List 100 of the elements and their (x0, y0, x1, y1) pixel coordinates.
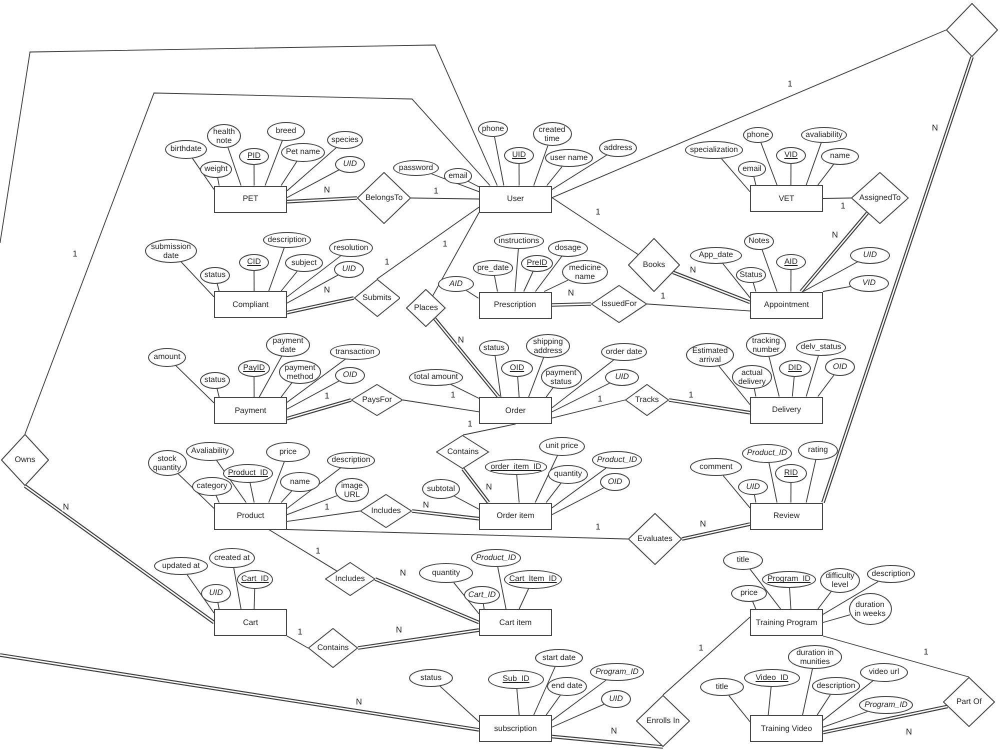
attribute-name: created at (214, 553, 250, 563)
entity-box (479, 715, 552, 742)
entity-name: Product (236, 511, 264, 521)
cardinality-label: N (904, 727, 914, 737)
attribute-ellipse (186, 442, 234, 460)
connector-line (533, 666, 556, 716)
connector-line (752, 600, 756, 610)
connector-line (662, 616, 750, 696)
attribute-name: payment status (546, 368, 576, 386)
attribute-ellipse (209, 548, 255, 568)
connector-line (722, 475, 750, 508)
connector-line (518, 588, 530, 610)
connector-line (646, 304, 750, 312)
connector-line (546, 387, 554, 398)
attribute-ellipse (504, 570, 562, 588)
connector-line (466, 290, 479, 299)
attribute-name: PreID (526, 258, 548, 268)
relationship-name: Enrolls In (646, 716, 680, 726)
attribute-ellipse (526, 334, 570, 358)
connector-line (286, 256, 342, 298)
attribute-name: Status (740, 270, 762, 280)
connector-line (24, 92, 490, 434)
connector-line (440, 686, 480, 722)
attribute-ellipse (485, 459, 547, 475)
attribute-name: Program_ID (595, 667, 639, 677)
attribute-ellipse (464, 586, 500, 604)
connector-line (822, 711, 868, 728)
connector-line (544, 280, 568, 292)
cardinality-label: 1 (466, 419, 474, 429)
entity-name: Cart item (499, 618, 532, 628)
attribute-name: AID (784, 257, 798, 267)
attribute-name: start date (542, 653, 576, 663)
attribute-ellipse (494, 233, 544, 249)
connector-line (792, 376, 795, 397)
connector-line (254, 270, 255, 292)
attribute-ellipse (540, 365, 582, 389)
attribute-name: avaliability (806, 130, 842, 140)
connector-line (552, 154, 608, 190)
attribute-name: OID (832, 362, 848, 372)
connector-line (749, 568, 782, 610)
attribute-name: Estimated arrival (691, 346, 729, 364)
attribute-ellipse (746, 333, 786, 357)
connector-line (516, 688, 520, 716)
relationship-diamond (324, 562, 376, 596)
entity-box (750, 185, 823, 212)
cardinality-label: N (394, 625, 404, 635)
attribute-name: image URL (340, 480, 364, 500)
entity-box (750, 715, 823, 742)
attribute-name: difficulty level (825, 570, 855, 590)
attribute-ellipse (444, 168, 472, 184)
attribute-ellipse (744, 669, 800, 687)
entity-box (478, 292, 552, 318)
cardinality-label: N (398, 568, 408, 578)
attribute-name: PayID (243, 363, 265, 373)
double-line (24, 484, 216, 624)
relationship-diamond (628, 238, 680, 292)
attribute-ellipse (478, 121, 508, 137)
connector-line (822, 614, 850, 623)
cardinality-label: 1 (786, 79, 794, 89)
attribute-ellipse (731, 584, 767, 602)
attribute-ellipse (686, 343, 734, 367)
attribute-name: status (483, 343, 505, 353)
cardinality-label: N (322, 285, 332, 295)
attribute-name: OID (342, 370, 358, 380)
attribute-name: PID (247, 151, 261, 161)
cardinality-label: 1 (324, 502, 330, 512)
double-line (462, 468, 490, 504)
double-line (668, 398, 750, 414)
cardinality-label: 1 (314, 546, 322, 556)
attribute-name: amount (154, 352, 180, 362)
connector-line (806, 459, 816, 503)
attribute-name: Cart_ID (468, 590, 496, 600)
double-line (286, 296, 354, 314)
attribute-ellipse (239, 254, 269, 270)
attribute-name: name (290, 477, 310, 487)
double-line (672, 270, 751, 304)
relationship-diamond (851, 172, 909, 224)
attribute-ellipse (738, 161, 766, 177)
attribute-ellipse (605, 368, 639, 386)
attribute-ellipse (539, 436, 585, 456)
relationship-name: IssuedFor (601, 299, 637, 309)
attribute-name: dosage (554, 243, 582, 253)
attribute-name: password (398, 163, 434, 173)
attribute-name: weight (204, 164, 228, 174)
relationship-name: Contains (317, 643, 349, 653)
entity-box (479, 609, 552, 636)
attribute-ellipse (742, 127, 774, 143)
entity-name: PET (242, 194, 258, 204)
connector-line (722, 262, 750, 298)
connector-line (286, 169, 340, 198)
attribute-name: phone (746, 130, 770, 140)
attribute-ellipse (860, 662, 908, 682)
attribute-name: UID (343, 159, 357, 169)
entity-box (214, 609, 287, 636)
double-line (286, 196, 358, 204)
connector-line (546, 694, 561, 716)
cardinality-label: 1 (698, 643, 704, 653)
attribute-name: UID (746, 482, 760, 492)
attribute-ellipse (154, 557, 208, 575)
connector-line (258, 356, 282, 398)
